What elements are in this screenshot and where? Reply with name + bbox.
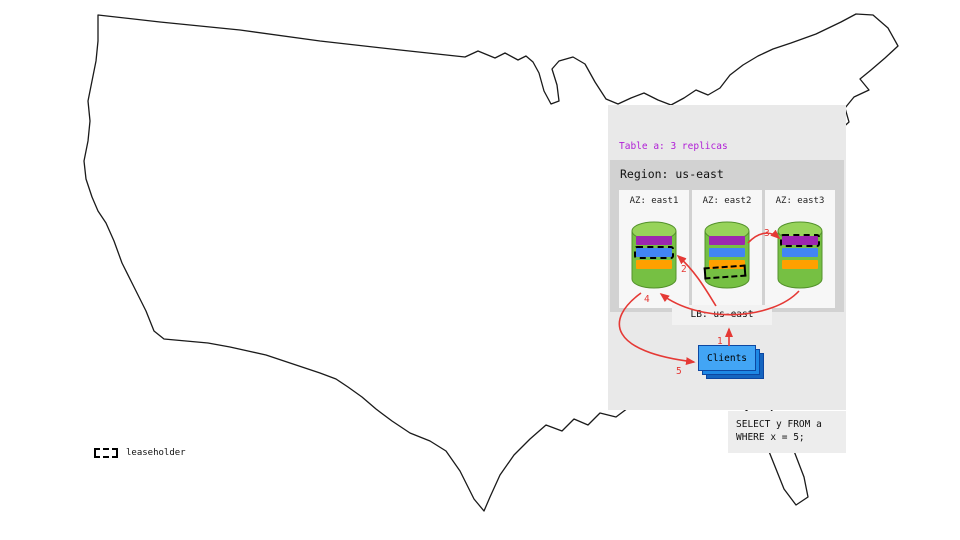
table-b-replica: [782, 260, 818, 269]
leaseholder-legend-label: leaseholder: [126, 448, 186, 458]
az-east1-label: AZ: east1: [629, 196, 679, 206]
sql-query-box: SELECT y FROM a WHERE x = 5;: [728, 411, 846, 453]
database-node-icon: [777, 221, 823, 289]
sql-line-2: WHERE x = 5;: [736, 432, 805, 443]
az-east2: AZ: east2: [692, 190, 762, 308]
client-card-front: Clients: [698, 345, 756, 371]
load-balancer: LB: us-east: [672, 305, 772, 325]
az-east1: AZ: east1: [619, 190, 689, 308]
replication-panel: Table a: 3 replicas Index a: 3 replicas …: [608, 105, 846, 410]
table-a-replica: [636, 236, 672, 245]
leaseholder-legend: leaseholder: [94, 448, 186, 458]
index-a-replica: [782, 248, 818, 257]
database-node-icon: [631, 221, 677, 289]
sql-line-1: SELECT y FROM a: [736, 419, 822, 430]
table-a-replica-leaseholder: [780, 234, 820, 247]
region-title: Region: us-east: [620, 167, 724, 181]
table-a-replica: [709, 236, 745, 245]
az-east3-label: AZ: east3: [775, 196, 825, 206]
index-a-replica-leaseholder: [634, 246, 674, 259]
region-box: Region: us-east AZ: east1 AZ: east2: [610, 160, 844, 312]
az-east2-label: AZ: east2: [702, 196, 752, 206]
az-row: AZ: east1 AZ: east2: [619, 190, 835, 308]
leaseholder-swatch-icon: [94, 448, 118, 458]
legend-item-table-a: Table a: 3 replicas: [619, 141, 728, 152]
index-a-replica: [709, 248, 745, 257]
az-east3: AZ: east3: [765, 190, 835, 308]
table-b-replica: [709, 260, 745, 269]
table-b-replica: [636, 260, 672, 269]
clients-stack: Clients: [698, 345, 768, 383]
